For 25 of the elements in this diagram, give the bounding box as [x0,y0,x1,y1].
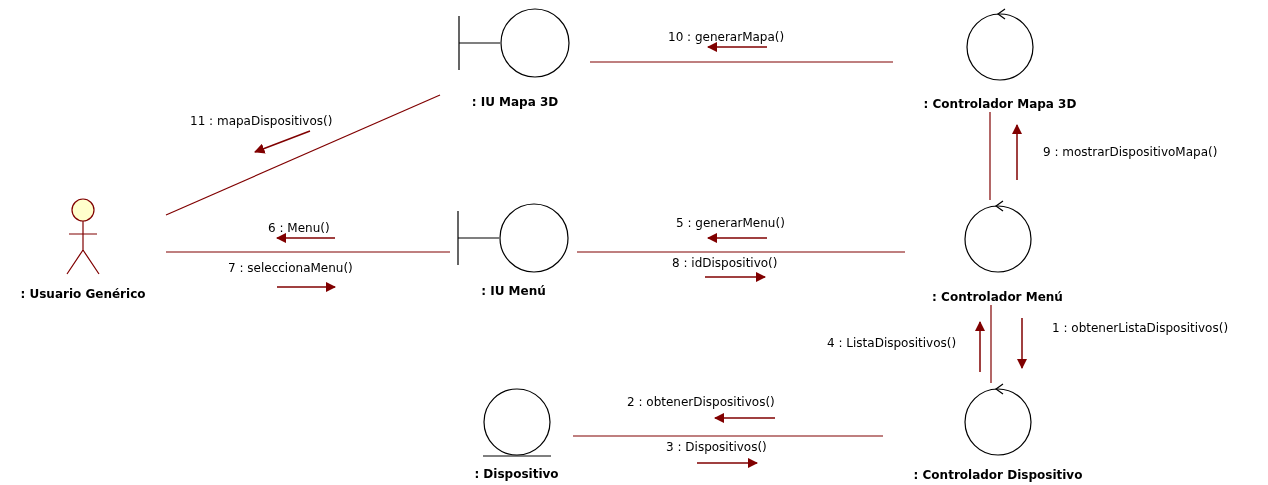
link-line [990,304,992,384]
object-name: : Controlador Menú [932,289,1063,305]
message-label: 2 : obtenerDispositivos() [627,394,775,410]
message-label: 8 : idDispositivo() [672,255,778,271]
link-line [576,251,906,253]
link-line [165,94,441,216]
message-label: 3 : Dispositivos() [666,439,767,455]
message-label: 5 : generarMenu() [676,215,785,231]
message-label: 11 : mapaDispositivos() [190,113,333,129]
object-name: : Dispositivo [474,466,559,482]
link-line [165,251,451,253]
object-name: : Controlador Mapa 3D [923,96,1077,112]
message-label: 9 : mostrarDispositivoMapa() [1043,144,1218,160]
message-label: 6 : Menu() [268,220,330,236]
message-label: 7 : seleccionaMenu() [228,260,353,276]
object-name: : Controlador Dispositivo [913,467,1083,483]
link-line [589,61,894,63]
message-label: 1 : obtenerListaDispositivos() [1052,320,1229,336]
object-name: : IU Mapa 3D [471,94,559,110]
message-label: 10 : generarMapa() [668,29,785,45]
object-name: : IU Menú [481,283,546,299]
link-line [989,111,991,201]
object-name: : Usuario Genérico [20,286,146,302]
link-line [572,435,884,437]
message-label: 4 : ListaDispositivos() [827,335,957,351]
